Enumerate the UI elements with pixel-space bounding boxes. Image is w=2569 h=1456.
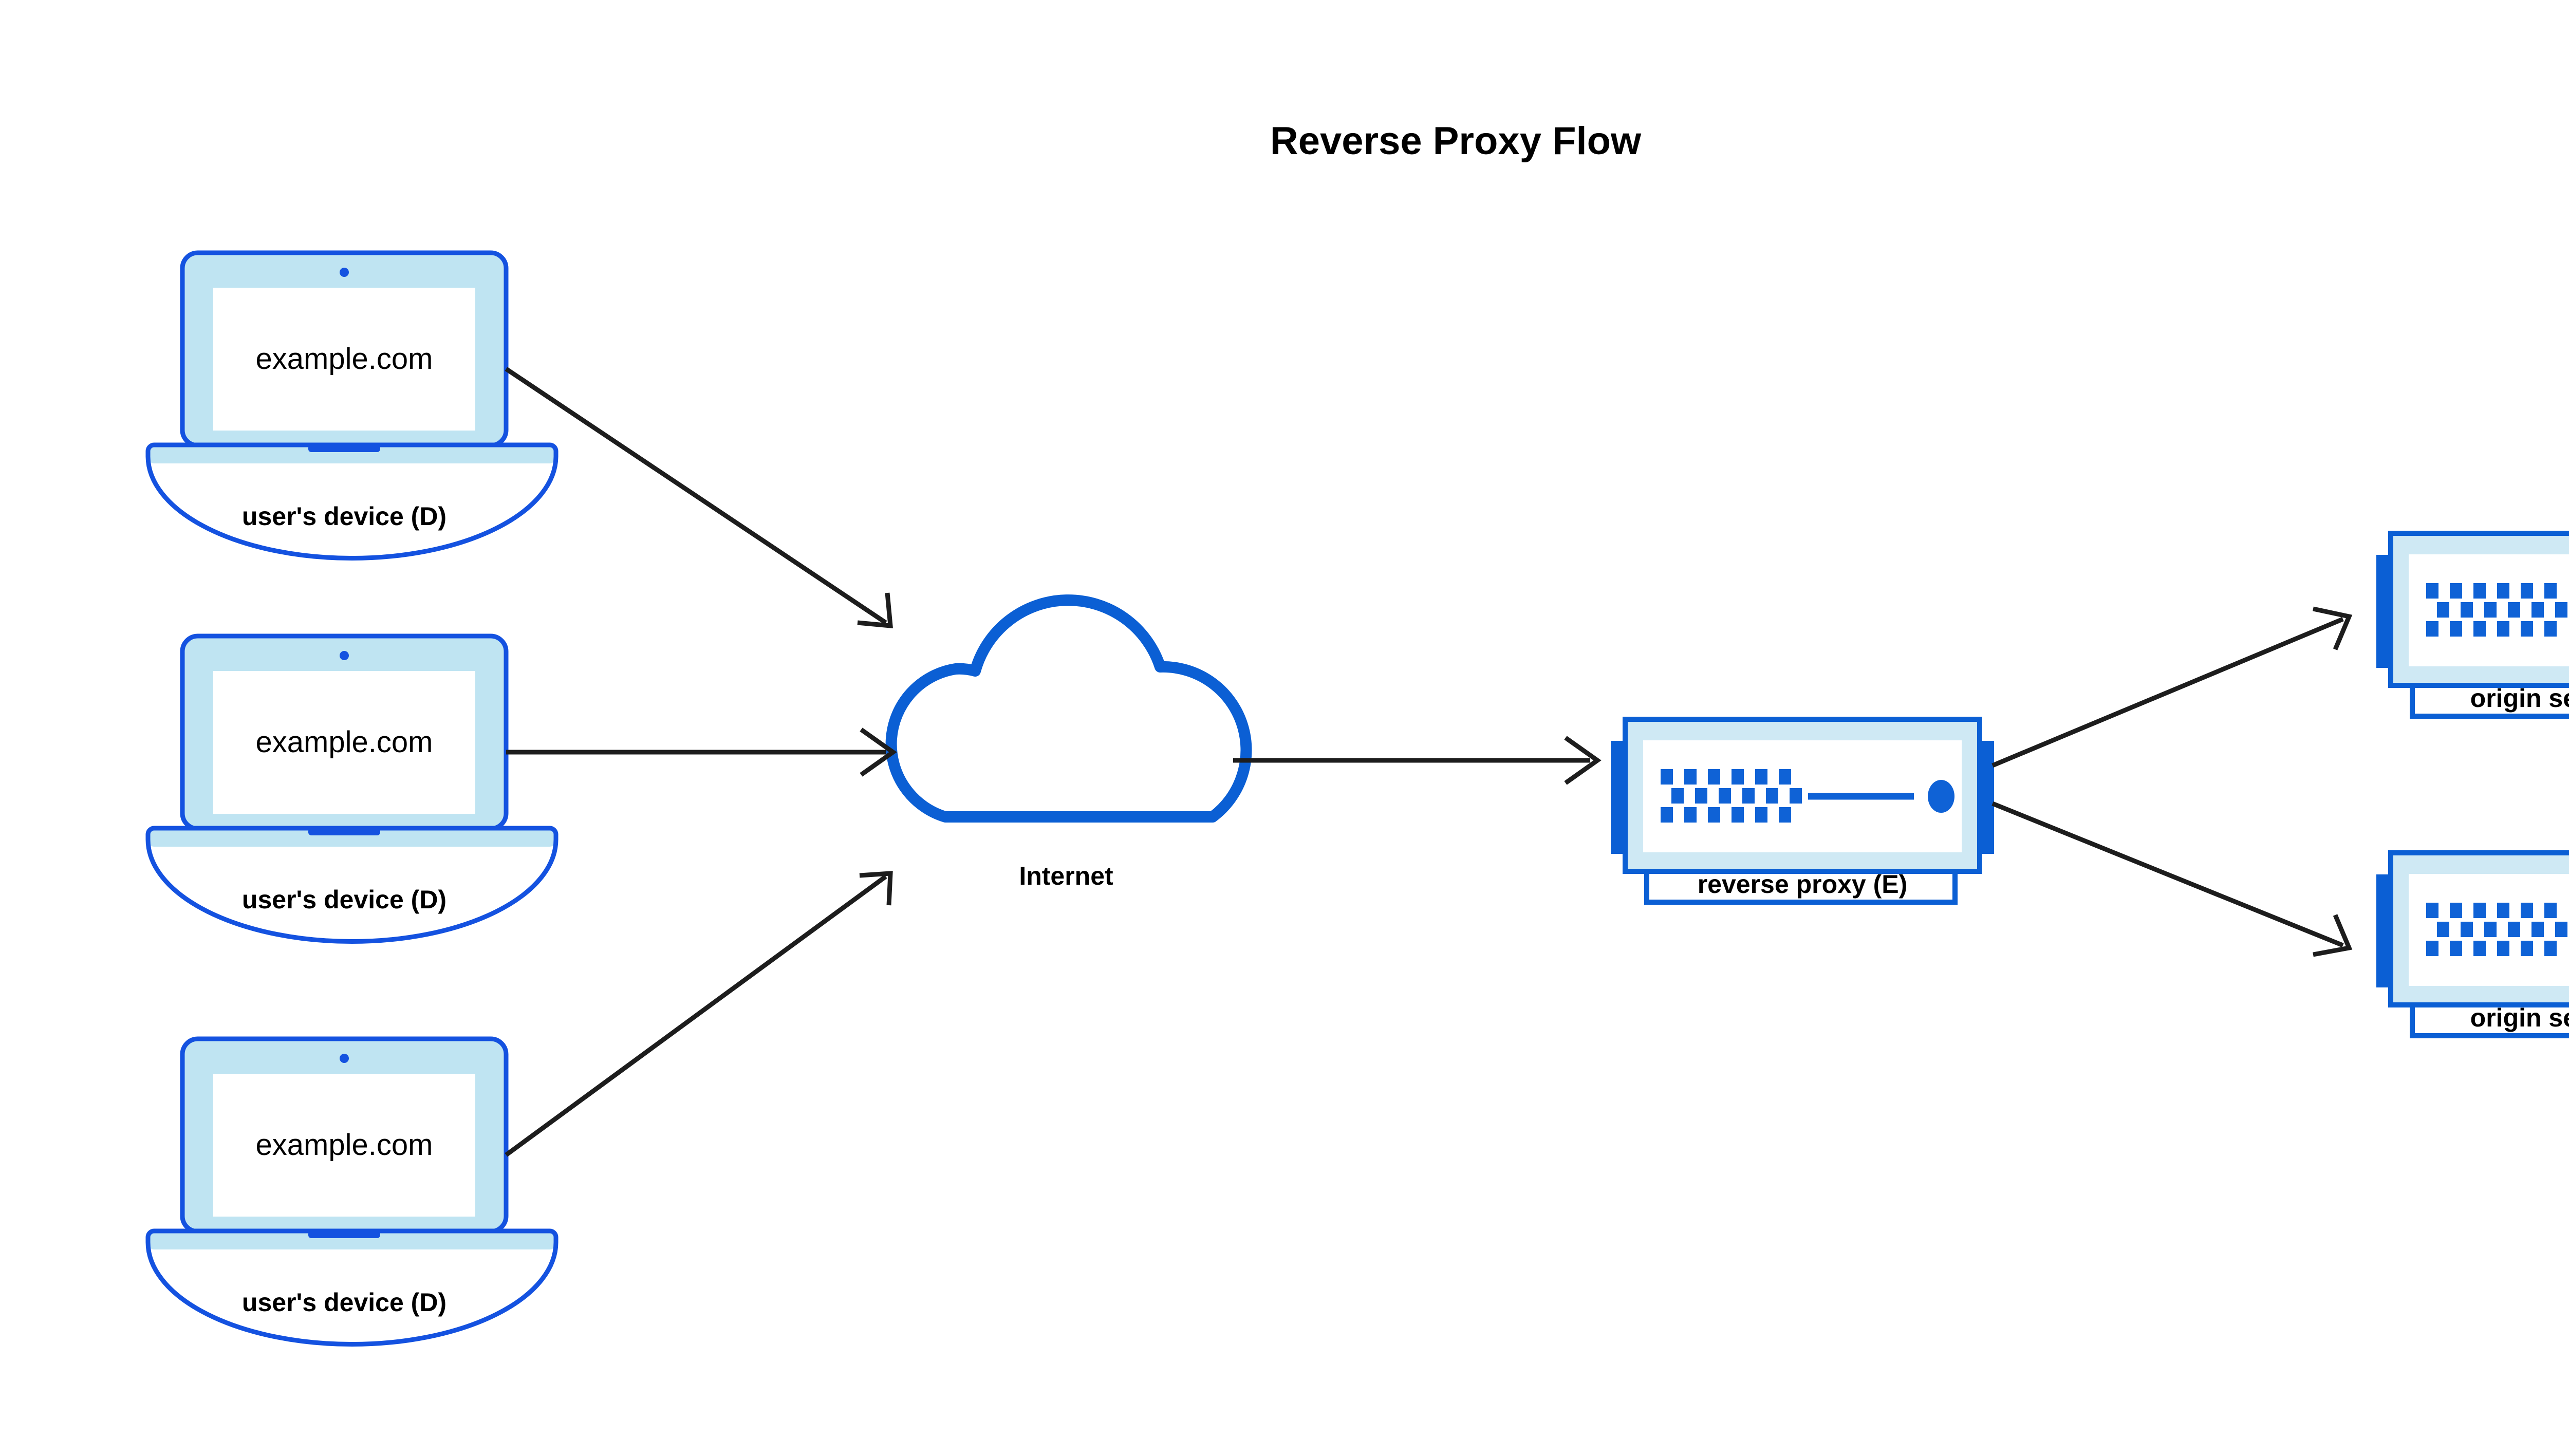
- laptop-screen-text: example.com: [256, 1128, 433, 1162]
- server-icon: [2376, 850, 2569, 1038]
- laptop-trackpad-notch-icon: [308, 1231, 380, 1238]
- server-icon: [2376, 531, 2569, 719]
- node-label-client-middle: user's device (D): [242, 885, 446, 914]
- node-client-top[interactable]: example.com user's device (D): [145, 250, 559, 561]
- laptop-trackpad-notch-icon: [308, 828, 380, 835]
- node-label-origin-top: origin server (F): [2470, 684, 2569, 713]
- laptop-camera-icon: [340, 1054, 349, 1063]
- node-label-reverse-proxy: reverse proxy (E): [1698, 870, 1908, 899]
- edge-client-bottom-to-internet: [505, 871, 893, 1157]
- laptop-screen-text: example.com: [256, 725, 433, 759]
- edge-client-middle-to-internet: [506, 727, 897, 777]
- laptop-trackpad-notch-icon: [308, 445, 380, 452]
- edge-reverse-proxy-to-origin-bottom: [1991, 801, 2353, 957]
- server-led-grid-icon: [1661, 769, 1802, 823]
- laptop-camera-icon: [340, 651, 349, 660]
- server-icon: [1611, 717, 1994, 905]
- page-title: Reverse Proxy Flow: [1270, 119, 1642, 163]
- node-label-client-top: user's device (D): [242, 502, 446, 531]
- node-label-internet: Internet: [1019, 862, 1113, 890]
- node-origin-bottom[interactable]: origin server (F): [2376, 850, 2569, 1038]
- server-led-grid-icon: [2426, 583, 2567, 637]
- edge-reverse-proxy-to-origin-top: [1991, 606, 2353, 768]
- laptop-screen-text: example.com: [256, 342, 433, 376]
- laptop-icon: [145, 250, 559, 561]
- laptop-camera-icon: [340, 268, 349, 277]
- laptop-icon: [145, 633, 559, 944]
- laptop-icon: [145, 1036, 559, 1347]
- cloud-icon: [885, 594, 1252, 823]
- node-reverse-proxy[interactable]: reverse proxy (E): [1611, 717, 1994, 905]
- node-label-origin-bottom: origin server (F): [2470, 1003, 2569, 1032]
- server-power-led-icon: [1928, 780, 1954, 813]
- node-client-bottom[interactable]: example.com user's device (D): [145, 1036, 559, 1347]
- edge-internet-to-reverse-proxy: [1233, 736, 1602, 785]
- node-client-middle[interactable]: example.com user's device (D): [145, 633, 559, 944]
- node-origin-top[interactable]: origin server (F): [2376, 531, 2569, 719]
- server-led-grid-icon: [2426, 903, 2567, 956]
- node-internet[interactable]: Internet: [885, 594, 1252, 890]
- edge-client-top-to-internet: [505, 367, 893, 628]
- node-label-client-bottom: user's device (D): [242, 1288, 446, 1317]
